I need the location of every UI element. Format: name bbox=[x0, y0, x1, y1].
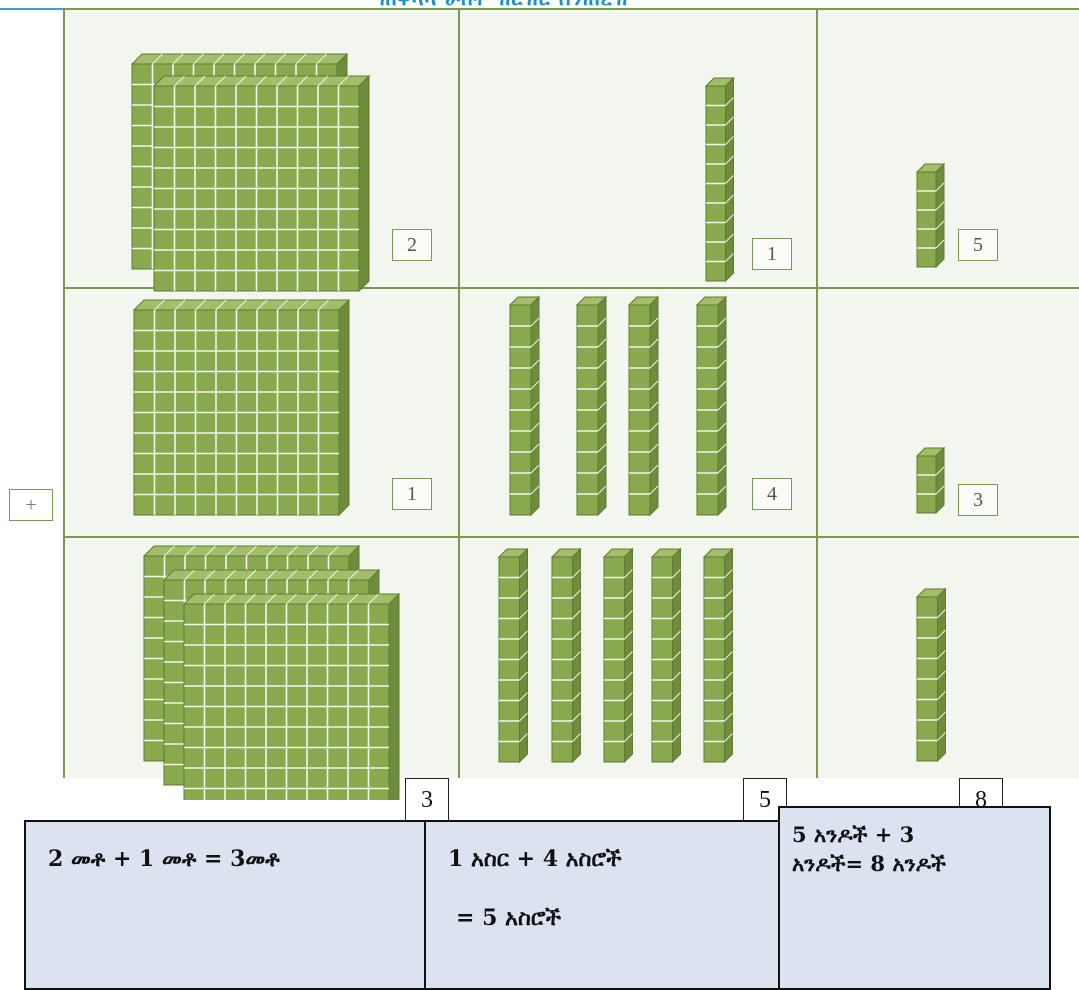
base-ten-blocks bbox=[0, 0, 1079, 800]
result-hundreds-box: 3 bbox=[405, 778, 449, 822]
row3-ten-rod bbox=[652, 549, 681, 762]
row3-ten-rod bbox=[704, 549, 733, 762]
plus-sign: + bbox=[9, 489, 53, 521]
row3-ten-rod bbox=[499, 549, 528, 762]
row1-ten-rod bbox=[706, 78, 734, 281]
equation-ones-line2: አንዶች= 8 አንዶች bbox=[792, 849, 1049, 878]
row3-ten-rod bbox=[552, 549, 581, 762]
equation-tens-line2: = 5 አስሮች bbox=[448, 903, 780, 934]
row2-ten-rod bbox=[629, 297, 658, 515]
row1-hundreds-count: 2 bbox=[392, 229, 432, 261]
equation-tens-line1: 1 አስር + 4 አስሮች bbox=[448, 844, 780, 875]
row2-tens-count: 4 bbox=[752, 478, 792, 510]
row2-hundred-flat bbox=[134, 300, 349, 515]
row3-hundred-flat bbox=[184, 594, 399, 800]
equation-hundreds-text: 2 መቶ + 1 መቶ = 3መቶ bbox=[48, 844, 426, 875]
row2-ten-rod bbox=[510, 297, 539, 515]
row2-ones-count: 3 bbox=[958, 484, 998, 516]
equation-ones: 5 አንዶች + 3 አንዶች= 8 አንዶች bbox=[778, 806, 1051, 990]
row2-ten-rod bbox=[697, 297, 726, 515]
row1-ones-count: 5 bbox=[958, 229, 998, 261]
row1-hundred-flat bbox=[154, 76, 369, 291]
row1-ones-stack bbox=[917, 164, 944, 267]
row1-tens-count: 1 bbox=[752, 238, 792, 270]
equation-hundreds: 2 መቶ + 1 መቶ = 3መቶ bbox=[24, 820, 428, 990]
row2-hundreds-count: 1 bbox=[392, 478, 432, 510]
row3-ones-stack bbox=[917, 589, 946, 761]
row2-ten-rod bbox=[577, 297, 606, 515]
row3-ten-rod bbox=[604, 549, 633, 762]
equation-tens: 1 አስር + 4 አስሮች = 5 አስሮች bbox=[424, 820, 782, 990]
equation-ones-line1: 5 አንዶች + 3 bbox=[792, 820, 1049, 849]
row2-ones-stack bbox=[917, 448, 944, 513]
